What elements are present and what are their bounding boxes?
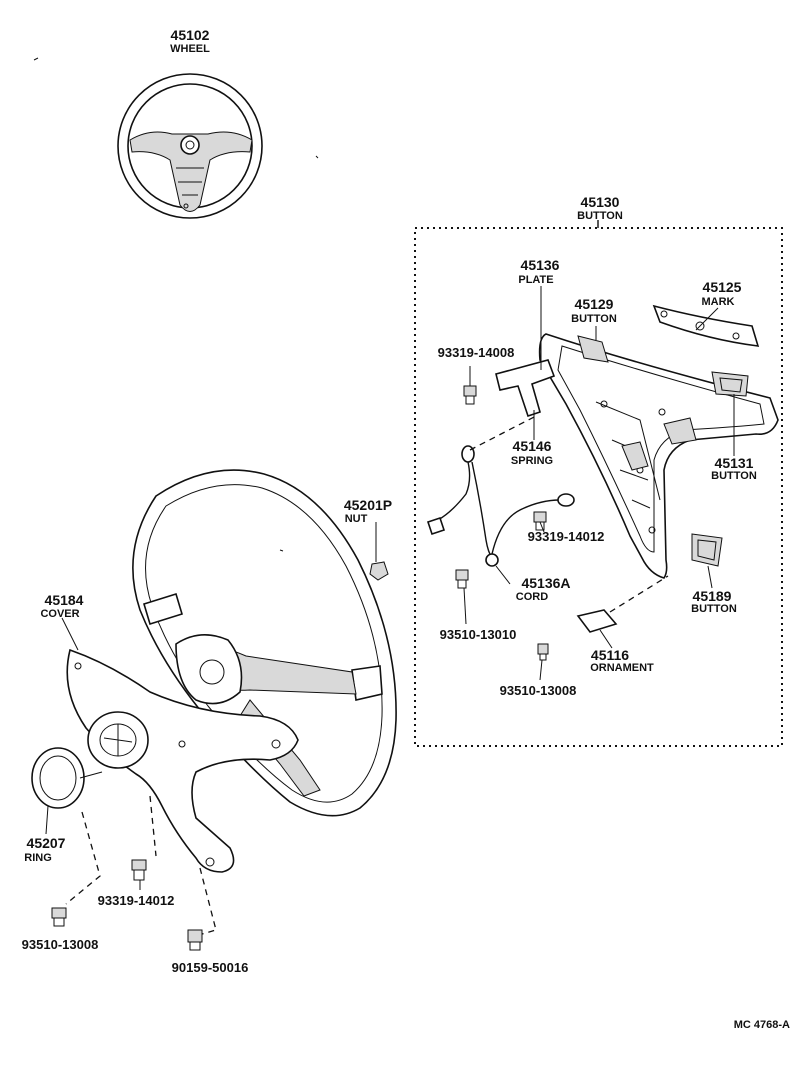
screw-90159-50016-icon xyxy=(187,929,203,951)
labels: 45102 WHEEL 45130 BUTTON 45136 PLATE 451… xyxy=(22,27,790,1031)
wheel-thumbnail xyxy=(117,73,263,219)
label-mark-number: 45125 xyxy=(703,279,742,295)
label-button-45189-number: 45189 xyxy=(693,588,732,604)
label-plate-number: 45136 xyxy=(521,257,560,273)
screw-93510-13008-icon xyxy=(537,643,549,661)
label-cover-number: 45184 xyxy=(45,592,84,608)
label-button-45131-name: BUTTON xyxy=(711,470,757,482)
label-cover-name: COVER xyxy=(40,608,79,620)
screw-93319-14012-lower-icon xyxy=(131,859,147,881)
label-button-45131-number: 45131 xyxy=(715,455,754,471)
button-45189-part xyxy=(691,533,723,567)
button-45131-part xyxy=(711,371,749,397)
specks xyxy=(33,57,319,552)
plate-part xyxy=(495,359,556,418)
label-fastener-1: 93319-14008 xyxy=(438,345,515,360)
screw-93319-14008-icon xyxy=(463,385,477,405)
label-fastener-3: 93510-13010 xyxy=(440,627,517,642)
screw-93319-14012-icon xyxy=(533,511,547,531)
box-leaders xyxy=(463,286,735,681)
label-fastener-2: 93319-14012 xyxy=(528,529,605,544)
label-button-45129-name: BUTTON xyxy=(571,313,617,325)
mark-part xyxy=(652,304,760,347)
ring-part xyxy=(31,747,103,809)
horn-pad xyxy=(538,333,779,579)
label-fastener-5: 93319-14012 xyxy=(98,893,175,908)
label-ring-name: RING xyxy=(24,852,52,864)
label-cord-number: 45136A xyxy=(521,575,570,591)
label-ornament-name: ORNAMENT xyxy=(590,662,654,674)
lower-leaders xyxy=(45,617,217,935)
label-wheel-number: 45102 xyxy=(171,27,210,43)
button-assembly-frame xyxy=(414,220,783,747)
label-fastener-6: 93510-13008 xyxy=(22,937,99,952)
cover-part xyxy=(66,648,299,873)
label-nut-number: 45201P xyxy=(344,497,392,513)
label-cord-name: CORD xyxy=(516,591,548,603)
label-ring-number: 45207 xyxy=(27,835,66,851)
screw-93510-13008-lower-icon xyxy=(51,907,67,927)
nut-part xyxy=(369,522,389,581)
diagram-code: MC 4768-A xyxy=(734,1019,790,1031)
label-spring-name: SPRING xyxy=(511,455,553,467)
label-fastener-4: 93510-13008 xyxy=(500,683,577,698)
label-fastener-7: 90159-50016 xyxy=(172,960,249,975)
label-button-assy-name: BUTTON xyxy=(577,210,623,222)
label-button-45189-name: BUTTON xyxy=(691,603,737,615)
label-ornament-number: 45116 xyxy=(591,647,629,663)
button-45129-part xyxy=(577,335,609,363)
screw-93510-13010-icon xyxy=(455,569,469,589)
screws-lower xyxy=(51,859,203,951)
label-nut-name: NUT xyxy=(345,513,368,525)
label-mark-name: MARK xyxy=(702,296,735,308)
label-spring-number: 45146 xyxy=(513,438,552,454)
label-button-45129-number: 45129 xyxy=(575,296,614,312)
label-button-assy-number: 45130 xyxy=(581,194,620,210)
label-plate-name: PLATE xyxy=(518,274,553,286)
label-wheel-name: WHEEL xyxy=(170,43,210,55)
ornament-part xyxy=(576,609,618,633)
